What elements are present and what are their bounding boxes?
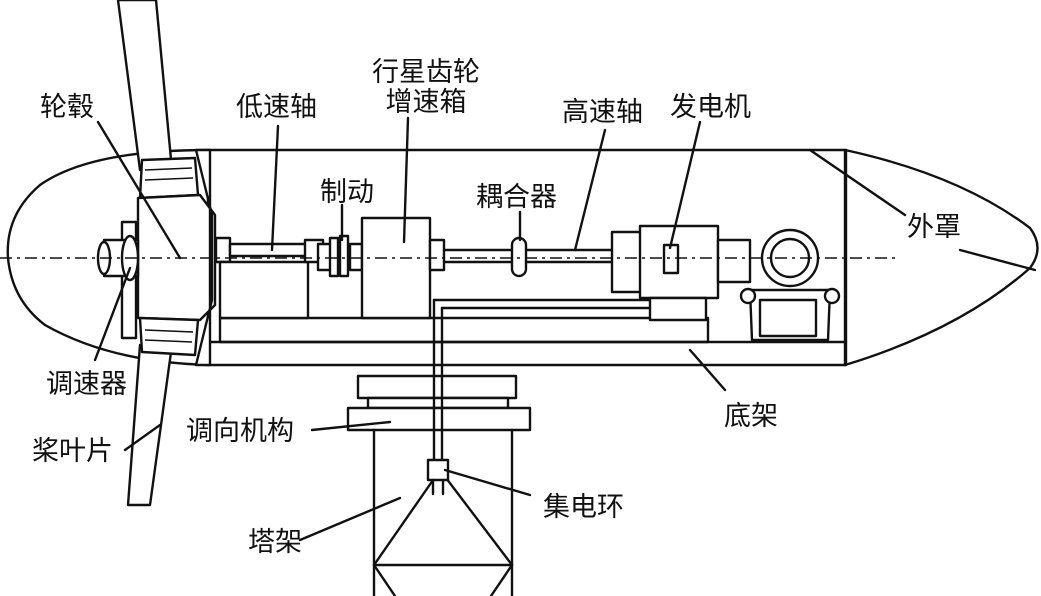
brake-shape [316,234,364,278]
label-cover: 外罩 [907,212,961,243]
leader-lines [93,116,1037,542]
label-gearbox-line2: 增速箱 [385,87,467,118]
generator-shape [610,224,752,322]
label-gearbox: 行星齿轮 增速箱 [372,58,480,118]
label-tower: 塔架 [248,527,302,558]
label-slip-ring: 集电环 [543,492,624,523]
label-low-speed-shaft: 低速轴 [236,92,317,123]
label-brake: 制动 [320,177,374,208]
hub-shape [136,148,217,367]
label-governor: 调速器 [46,369,127,400]
base-frame-shape [206,316,848,344]
label-generator: 发电机 [670,92,751,123]
label-coupling: 耦合器 [476,182,557,213]
label-yaw-mechanism: 调向机构 [186,416,294,447]
label-base-frame: 底架 [724,401,778,432]
rear-cover [843,148,1039,367]
label-blade: 桨叶片 [32,436,113,467]
label-high-speed-shaft: 高速轴 [562,97,643,128]
label-hub: 轮毂 [40,92,94,123]
tower-structure [346,374,532,596]
gearbox-shape [360,216,446,320]
low-speed-shaft-shape [214,236,325,320]
blade-shape [116,0,174,507]
label-gearbox-line1: 行星齿轮 [372,57,480,88]
